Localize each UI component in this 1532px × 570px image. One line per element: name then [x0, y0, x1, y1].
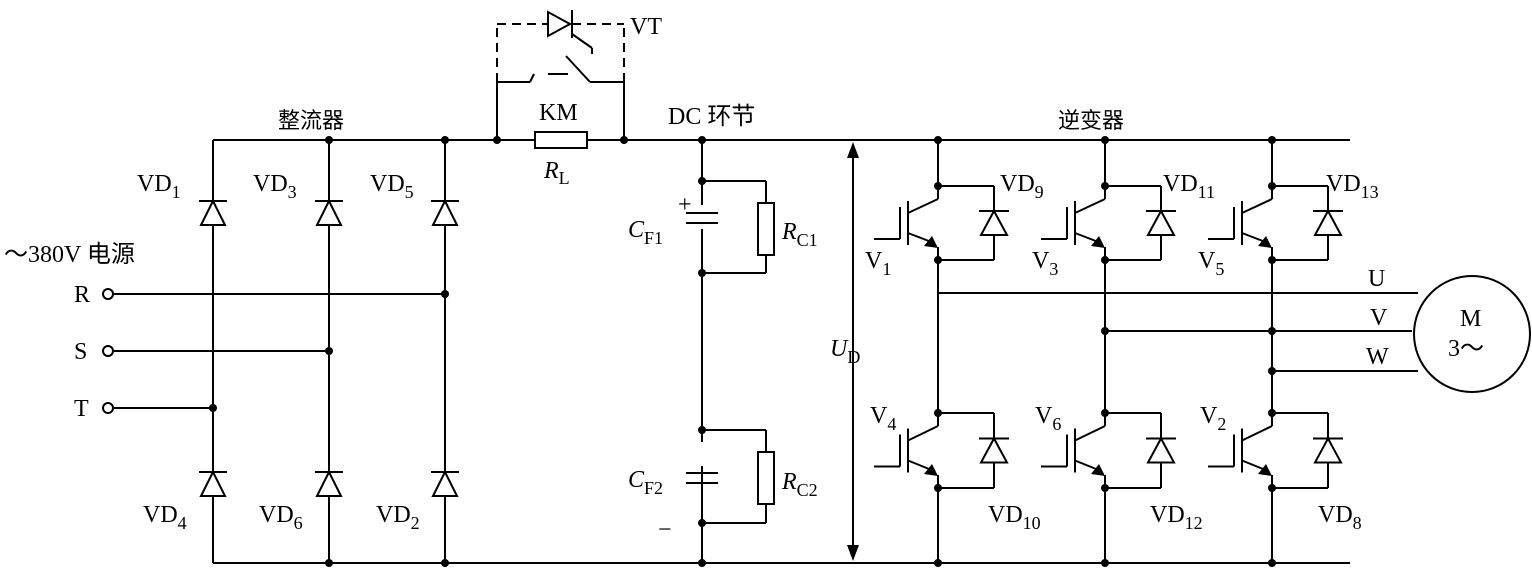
label-minus: −	[658, 517, 672, 543]
source-label: ～380V 电源	[4, 241, 135, 268]
voltage-ud-arrow	[847, 142, 859, 561]
label-v3: V3	[1032, 248, 1058, 279]
phase-t-label: T	[74, 396, 89, 422]
phase-r-label: R	[74, 282, 90, 308]
rectifier-title: 整流器	[278, 109, 344, 134]
label-vd8: VD8	[1318, 502, 1362, 533]
diode-vd1	[199, 198, 227, 226]
label-output-v: V	[1370, 305, 1388, 331]
label-vd11: VD11	[1163, 171, 1215, 202]
diode-vd2	[431, 469, 459, 497]
label-vd10: VD10	[988, 502, 1041, 533]
output-lines	[938, 292, 1418, 375]
label-vd2: VD2	[376, 502, 420, 533]
label-vd12: VD12	[1150, 502, 1203, 533]
dc-link	[686, 136, 859, 567]
terminal-r	[102, 288, 114, 300]
rectifier	[102, 136, 459, 567]
label-rc1: RC1	[781, 219, 818, 250]
resistor-rl	[534, 131, 588, 149]
terminal-t	[102, 402, 114, 414]
motor-circle	[1413, 275, 1531, 393]
label-ud: UD	[830, 336, 860, 367]
capacitor-cf2	[686, 472, 718, 484]
label-plus: +	[678, 192, 692, 218]
capacitor-cf1	[686, 212, 718, 224]
diode-vd5	[431, 198, 459, 226]
diode-vd4	[199, 469, 227, 497]
charging-bypass	[493, 10, 628, 149]
label-output-w: W	[1366, 344, 1389, 370]
label-vd1: VD1	[137, 171, 181, 202]
resistor-rc2	[757, 451, 775, 505]
label-rl: RL	[543, 158, 570, 188]
diode-vd6	[315, 469, 343, 497]
inverter-title: 逆变器	[1058, 109, 1124, 134]
label-vd4: VD4	[143, 502, 187, 533]
label-vt: VT	[630, 14, 662, 40]
motor-label-m: M	[1460, 306, 1481, 332]
phase-s-label: S	[74, 339, 87, 365]
label-cf2: CF2	[628, 467, 663, 498]
motor-label-phases: 3～	[1448, 336, 1484, 362]
label-vd9: VD9	[1000, 171, 1044, 202]
label-vd13: VD13	[1326, 171, 1379, 202]
inverter	[874, 136, 1343, 567]
dc-link-title: DC 环节	[668, 103, 755, 130]
label-v4: V4	[870, 403, 896, 434]
label-km: KM	[539, 100, 578, 126]
diode-vd3	[315, 198, 343, 226]
label-vd6: VD6	[259, 502, 303, 533]
thyristor-vt	[547, 10, 593, 54]
contactor-km	[565, 55, 591, 83]
label-output-u: U	[1368, 266, 1385, 292]
resistor-rc1	[757, 202, 775, 256]
label-v1: V1	[865, 248, 891, 279]
label-v6: V6	[1035, 403, 1061, 434]
label-v2: V2	[1200, 403, 1226, 434]
label-v5: V5	[1198, 248, 1224, 279]
dc-buses	[213, 139, 1350, 564]
label-vd3: VD3	[253, 171, 297, 202]
label-rc2: RC2	[781, 469, 818, 500]
label-cf1: CF1	[628, 217, 663, 248]
label-vd5: VD5	[370, 171, 414, 202]
terminal-s	[102, 345, 114, 357]
